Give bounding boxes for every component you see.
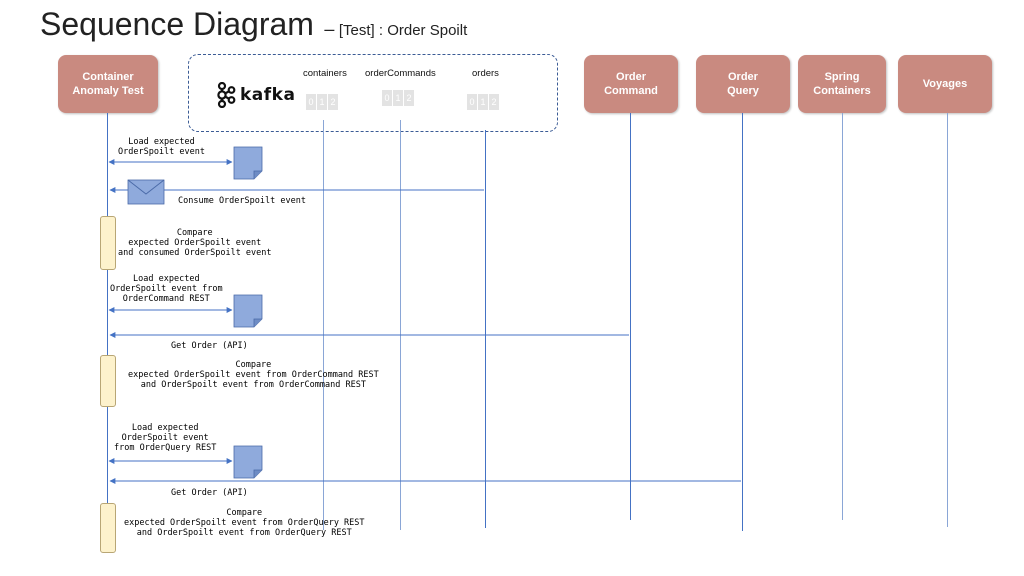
kafka-icon bbox=[217, 82, 236, 108]
topic-containers-partitions: 0 1 2 bbox=[306, 94, 338, 110]
actor-container-anomaly-test: Container Anomaly Test bbox=[58, 55, 158, 113]
topic-containers-label: containers bbox=[303, 68, 347, 79]
actor-spring-containers: Spring Containers bbox=[798, 55, 886, 113]
topic-orders-partitions: 0 1 2 bbox=[467, 94, 499, 110]
lifeline-containers-topic bbox=[323, 120, 324, 530]
lifeline-order-command bbox=[630, 113, 631, 520]
title-separator: – bbox=[324, 19, 335, 39]
topic-orders-label: orders bbox=[472, 68, 499, 79]
partition: 2 bbox=[404, 90, 414, 106]
activation-compare-1 bbox=[100, 216, 116, 270]
lifeline-ordercommands-topic bbox=[400, 120, 401, 530]
message-compare-2: Compare expected OrderSpoilt event from … bbox=[128, 360, 379, 390]
topic-ordercommands-label: orderCommands bbox=[365, 68, 436, 79]
lifeline-spring-containers bbox=[842, 113, 843, 520]
title-main: Sequence Diagram bbox=[40, 6, 314, 42]
kafka-logo: kafka bbox=[216, 82, 295, 108]
partition: 1 bbox=[478, 94, 488, 110]
lifeline-voyages bbox=[947, 113, 948, 527]
message-get-order-2: Get Order (API) bbox=[171, 488, 248, 498]
lifeline-order-query bbox=[742, 113, 743, 531]
actor-order-command: Order Command bbox=[584, 55, 678, 113]
diagram-title: Sequence Diagram – [Test] : Order Spoilt bbox=[40, 6, 467, 43]
message-load-2: Load expected OrderSpoilt event from Ord… bbox=[110, 274, 223, 304]
document-icon bbox=[233, 294, 263, 328]
title-subtitle: [Test] : Order Spoilt bbox=[338, 22, 468, 39]
message-consume: Consume OrderSpoilt event bbox=[178, 196, 306, 206]
activation-compare-3 bbox=[100, 503, 116, 553]
envelope-icon bbox=[127, 179, 165, 205]
activation-compare-2 bbox=[100, 355, 116, 407]
partition: 0 bbox=[382, 90, 392, 106]
kafka-logo-text: kafka bbox=[240, 85, 296, 105]
partition: 2 bbox=[489, 94, 499, 110]
message-load-3: Load expected OrderSpoilt event from Ord… bbox=[114, 423, 217, 453]
lifeline-container-anomaly-test bbox=[107, 113, 108, 550]
message-get-order-1: Get Order (API) bbox=[171, 341, 248, 351]
lifeline-orders-topic bbox=[485, 130, 486, 528]
partition: 0 bbox=[306, 94, 316, 110]
message-compare-1: Compare expected OrderSpoilt event and c… bbox=[118, 228, 272, 258]
partition: 1 bbox=[393, 90, 403, 106]
document-icon bbox=[233, 146, 263, 180]
partition: 1 bbox=[317, 94, 327, 110]
topic-ordercommands-partitions: 0 1 2 bbox=[382, 90, 414, 106]
partition: 0 bbox=[467, 94, 477, 110]
partition: 2 bbox=[328, 94, 338, 110]
kafka-group-box bbox=[188, 54, 558, 132]
message-load-1: Load expected OrderSpoilt event bbox=[118, 137, 205, 157]
actor-voyages: Voyages bbox=[898, 55, 992, 113]
document-icon bbox=[233, 445, 263, 479]
message-compare-3: Compare expected OrderSpoilt event from … bbox=[124, 508, 365, 538]
actor-order-query: Order Query bbox=[696, 55, 790, 113]
